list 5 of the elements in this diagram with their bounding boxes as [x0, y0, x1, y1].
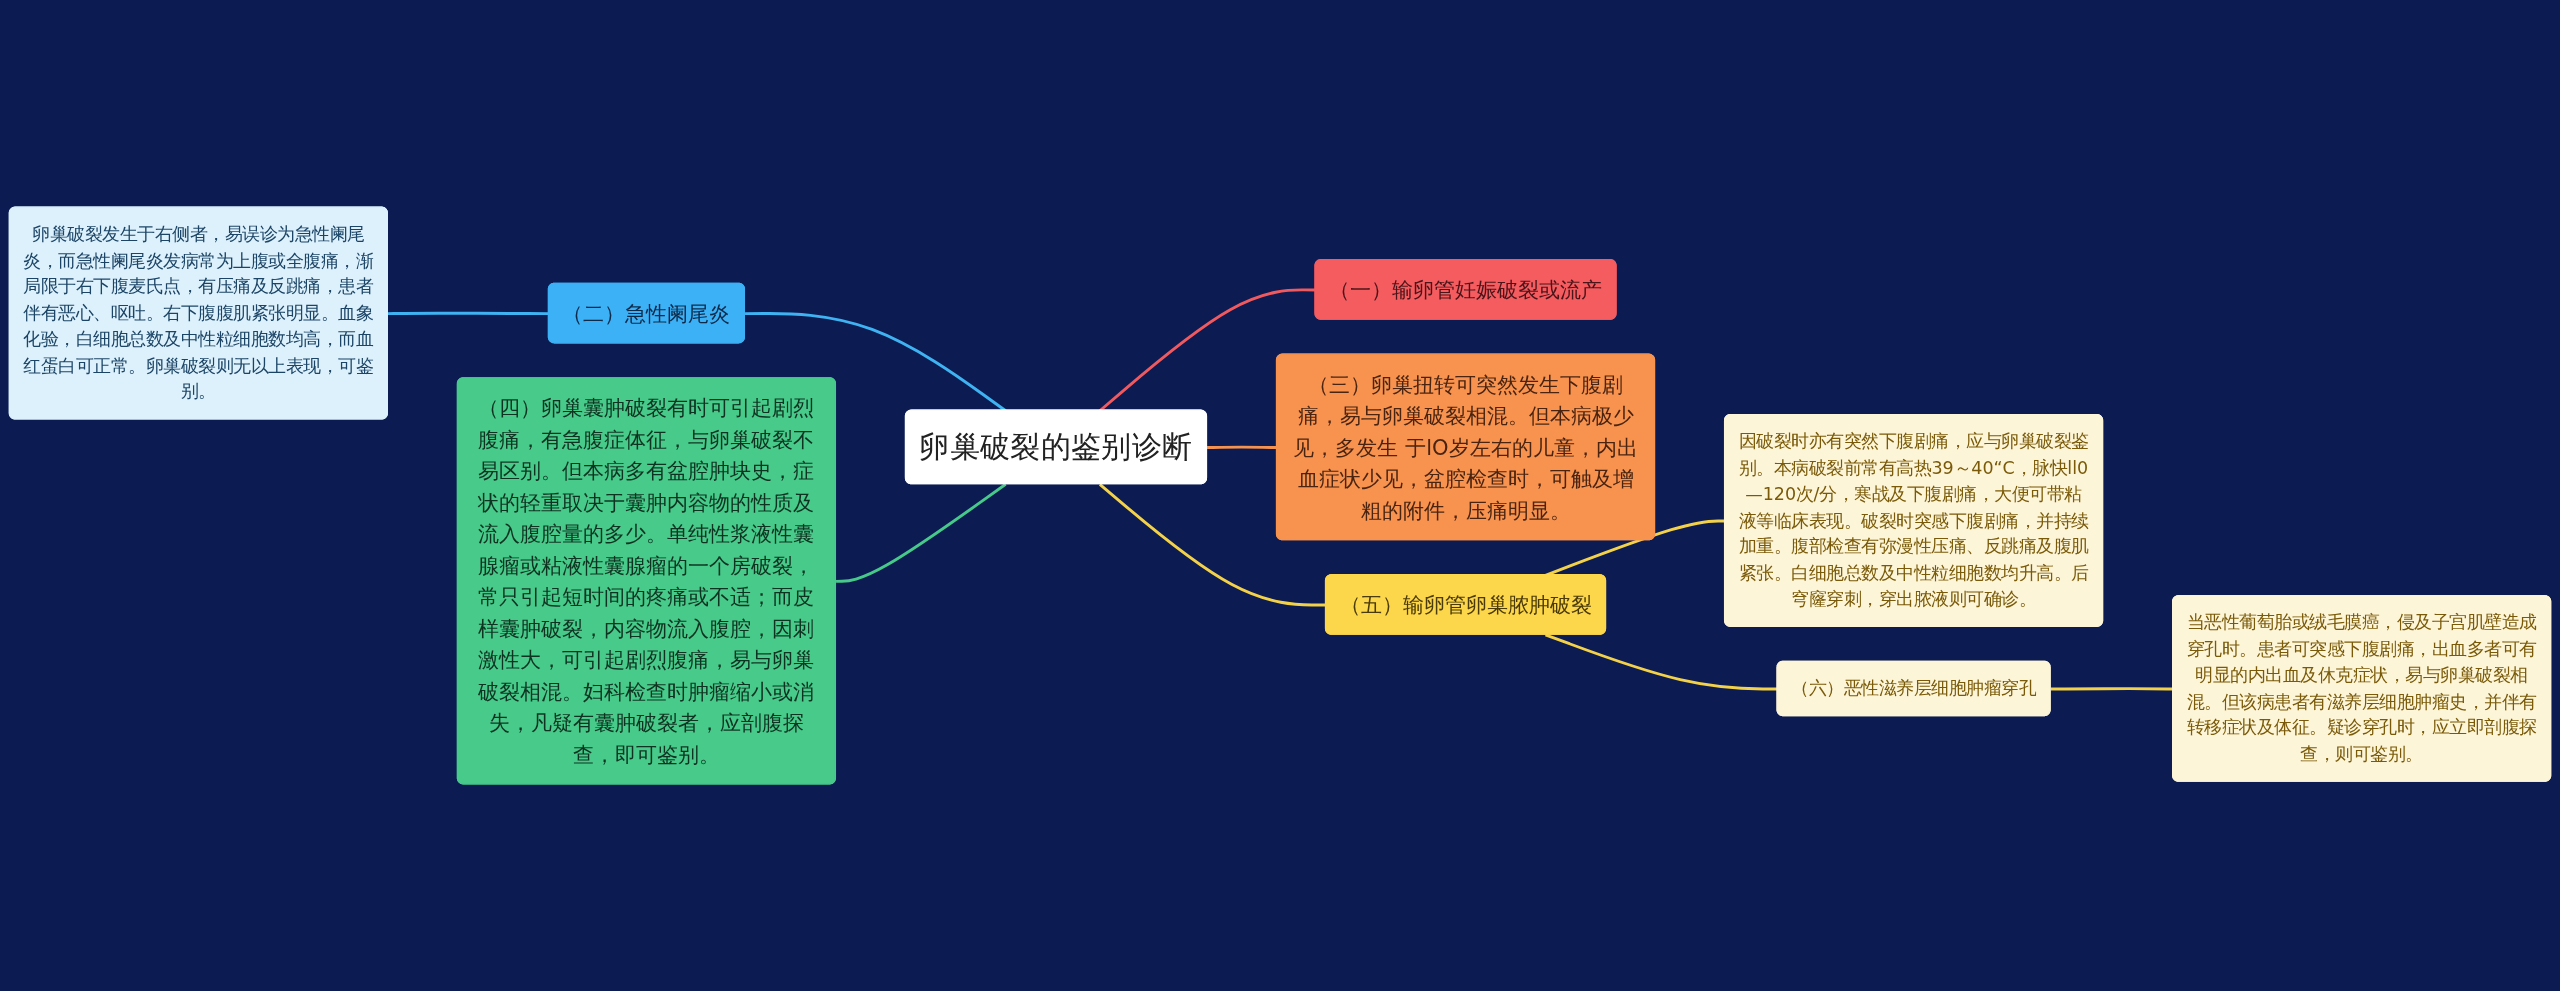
- connector: [836, 483, 1007, 583]
- connector: [1544, 633, 1778, 691]
- connector: [387, 311, 549, 316]
- connector: [1098, 288, 1316, 412]
- connector: [745, 312, 1007, 412]
